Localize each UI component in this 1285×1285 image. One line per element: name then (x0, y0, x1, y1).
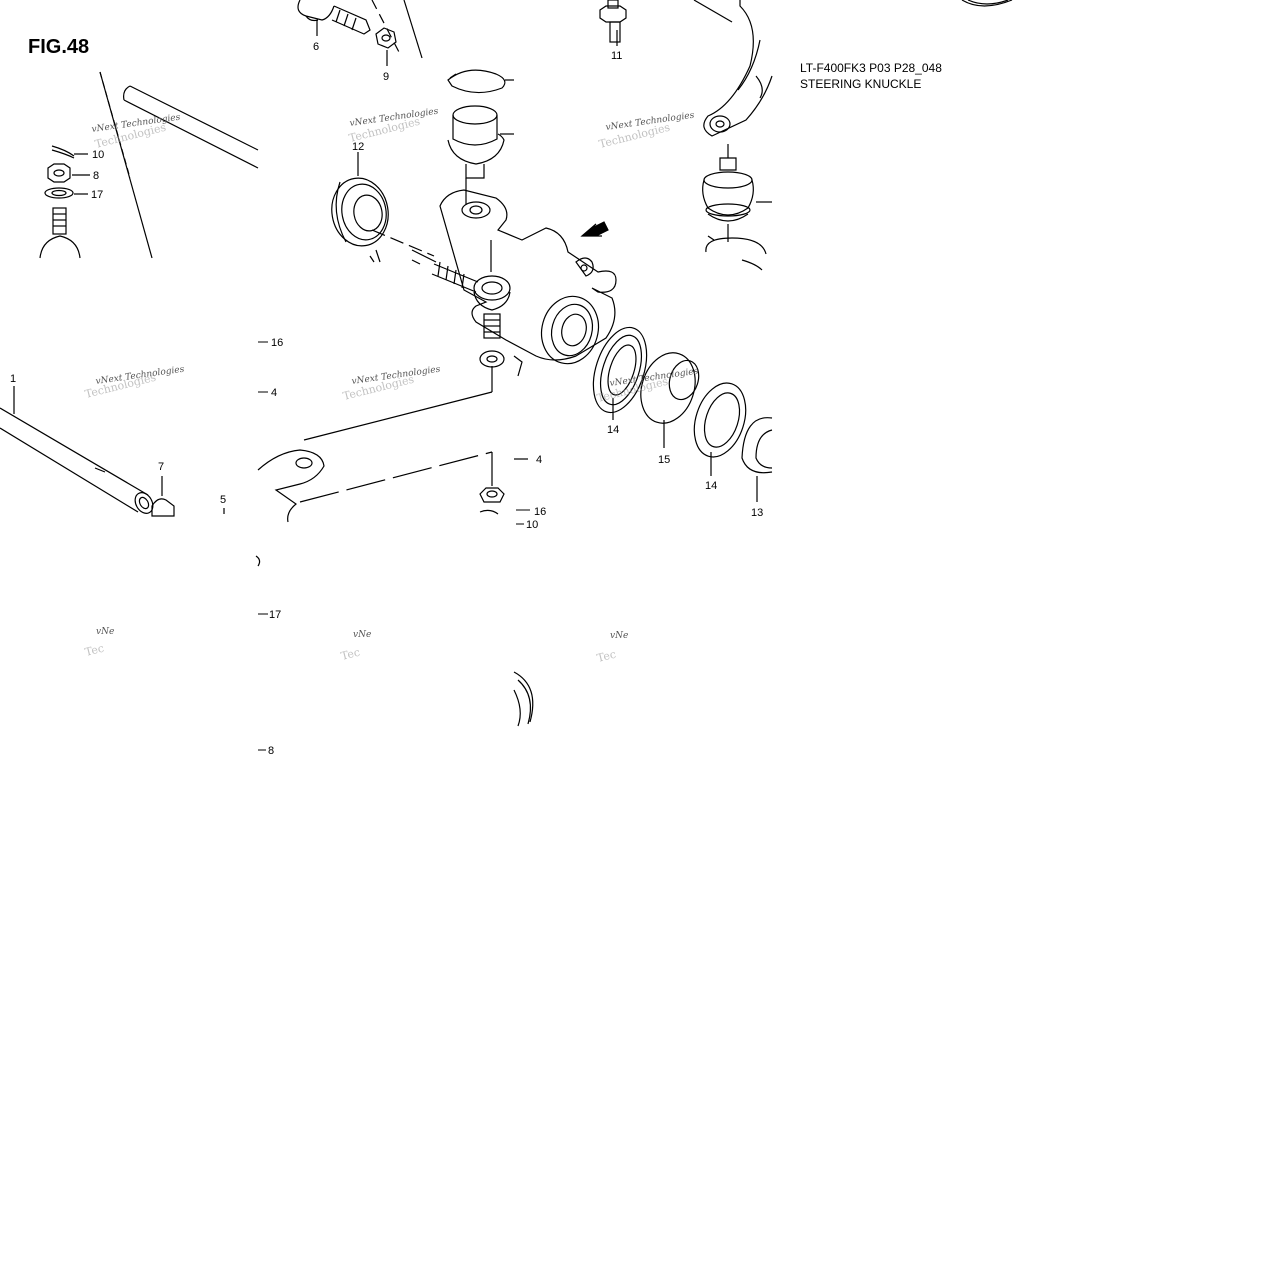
callout-14: 14 (705, 480, 717, 492)
watermarks: vNext Technologies vNext Technologies vN… (84, 107, 700, 665)
callout-16: 16 (271, 337, 283, 349)
figure-caption: STEERING KNUCKLE (800, 77, 922, 91)
watermark-text: vNe (96, 627, 114, 637)
watermark-text: vNe (610, 631, 628, 641)
callout-labels: 6 9 11 10 8 17 12 16 4 1 7 5 14 15 14 13… (10, 41, 763, 757)
watermark-text: vNe (353, 630, 371, 640)
callout-17: 17 (91, 189, 103, 201)
callout-8: 8 (268, 745, 274, 757)
callout-12: 12 (352, 141, 364, 153)
washer-icon (44, 187, 74, 199)
watermark-text: Tec (84, 642, 106, 659)
callout-5: 5 (220, 494, 226, 506)
callout-15: 15 (658, 454, 670, 466)
callout-6: 6 (313, 41, 319, 53)
callout-17: 17 (269, 609, 281, 621)
callout-4: 4 (536, 454, 542, 466)
nut-icon (47, 163, 71, 183)
callout-14: 14 (607, 424, 619, 436)
callout-10: 10 (92, 149, 104, 161)
callout-10: 10 (526, 519, 538, 531)
model-info: LT-F400FK3 P03 P28_048 STEERING KNUCKLE (800, 60, 942, 92)
callout-16: 16 (534, 506, 546, 518)
tie-rod-panel (0, 71, 259, 517)
callout-8: 8 (93, 170, 99, 182)
callout-13: 13 (751, 507, 763, 519)
fwd-arrow-icon (580, 221, 609, 237)
figure-title: FIG.48 (28, 36, 90, 58)
callout-11: 11 (611, 50, 622, 62)
callout-4: 4 (271, 387, 277, 399)
knuckle-arm-panel (693, 0, 1013, 271)
callout-9: 9 (383, 71, 389, 83)
callout-1: 1 (10, 373, 16, 385)
steering-knuckle-panel (255, 0, 773, 727)
watermark-text: Tec (340, 646, 362, 663)
callout-leaders (258, 341, 530, 751)
callout-7: 7 (158, 461, 164, 473)
model-code: LT-F400FK3 P03 P28_048 (800, 61, 942, 75)
watermark-text: Tec (596, 648, 618, 665)
